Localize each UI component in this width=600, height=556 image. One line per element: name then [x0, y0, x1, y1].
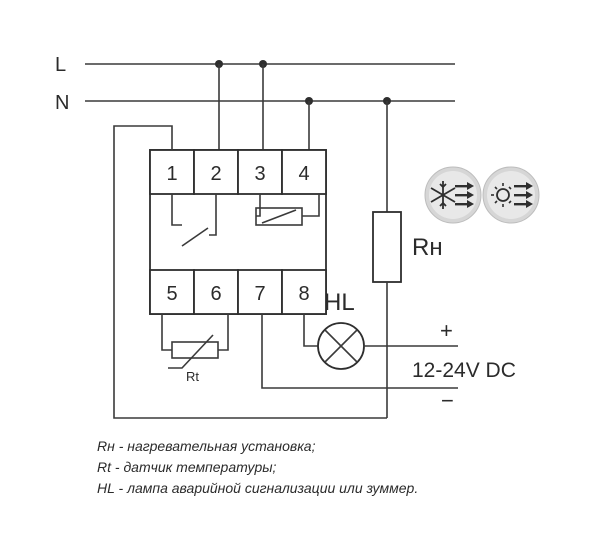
terminal-5-label: 5	[166, 283, 177, 305]
sensor-label: Rt	[186, 369, 199, 384]
relay-contact	[171, 194, 217, 247]
terminal-1-label: 1	[166, 163, 177, 185]
supply-plus: +	[440, 318, 453, 343]
line-N-label: N	[55, 92, 69, 114]
bottom-terminal-block: 5 6 7 8	[149, 269, 327, 315]
wire-7-to-minus	[261, 314, 458, 389]
lamp-label: HL	[324, 289, 355, 316]
terminal-6	[193, 269, 239, 315]
sun-arrows-icon	[482, 166, 540, 224]
heater-resistor	[372, 211, 402, 283]
top-terminal-block: 1 2 3 4	[149, 149, 327, 195]
legend-heater: Rн - нагревательная установка;	[97, 438, 316, 454]
temperature-sensor	[161, 314, 229, 369]
supply-voltage: 12-24V DC	[412, 359, 516, 382]
supply-minus: −	[441, 388, 454, 413]
terminal-8-label: 8	[298, 283, 309, 305]
terminal-1	[149, 149, 195, 195]
heater-label: Rн	[412, 234, 443, 261]
wire-terminal1-loop	[113, 125, 387, 419]
internal-coil	[255, 194, 320, 226]
legend-sensor: Rt - датчик температуры;	[97, 459, 277, 475]
terminal-3-label: 3	[254, 163, 265, 185]
line-L-label: L	[55, 54, 66, 76]
legend-lamp: HL - лампа аварийной сигнализации или зу…	[97, 480, 419, 496]
terminal-8	[281, 269, 327, 315]
terminal-2-label: 2	[210, 163, 221, 185]
snowflake-arrows-icon	[424, 166, 482, 224]
wire-8-to-lamp	[303, 314, 318, 347]
terminal-7-label: 7	[254, 283, 265, 305]
terminal-3	[237, 149, 283, 195]
terminal-4	[281, 149, 327, 195]
legend: Rн - нагревательная установка; Rt - датч…	[97, 436, 577, 499]
terminal-4-label: 4	[298, 163, 309, 185]
terminal-5	[149, 269, 195, 315]
terminal-6-label: 6	[210, 283, 221, 305]
